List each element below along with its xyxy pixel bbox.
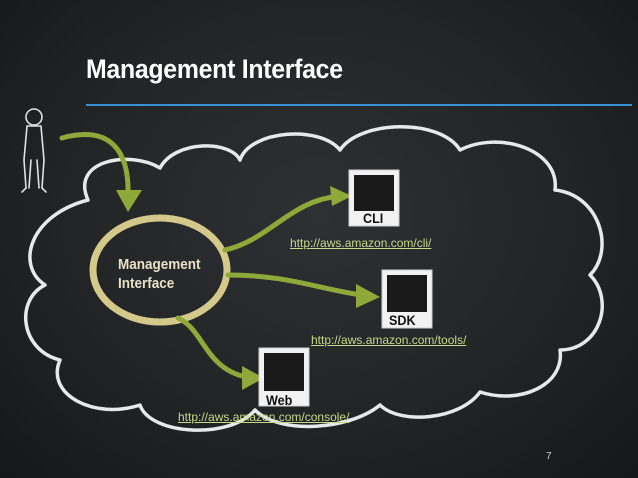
person-icon — [21, 108, 47, 193]
cli-label: CLI — [363, 210, 384, 226]
arrowhead-person — [116, 190, 142, 212]
slide-title: Management Interface — [86, 54, 343, 84]
arrowhead-sdk — [356, 284, 380, 308]
page-number: 7 — [546, 451, 552, 462]
arrow-to-cli — [222, 193, 343, 253]
management-label-line2: Interface — [118, 275, 175, 292]
cloud-icon — [23, 125, 604, 432]
sdk-label: SDK — [389, 312, 416, 328]
cli-url-link[interactable]: http://aws.amazon.com/cli/ — [290, 236, 432, 250]
arrowhead-web — [242, 366, 264, 390]
web-url-link[interactable]: http://aws.amazon.com/console/ — [178, 410, 350, 424]
management-label-line1: Management — [118, 256, 201, 273]
arrow-to-sdk — [225, 272, 371, 299]
arrow-to-web — [175, 315, 255, 381]
sdk-url-link[interactable]: http://aws.amazon.com/tools/ — [311, 333, 467, 347]
management-interface-label: Management Interface — [118, 255, 201, 293]
web-label: Web — [266, 392, 293, 408]
management-ring — [89, 214, 231, 326]
arrow-person-to-interface — [59, 132, 131, 201]
arrowhead-cli — [330, 186, 352, 206]
